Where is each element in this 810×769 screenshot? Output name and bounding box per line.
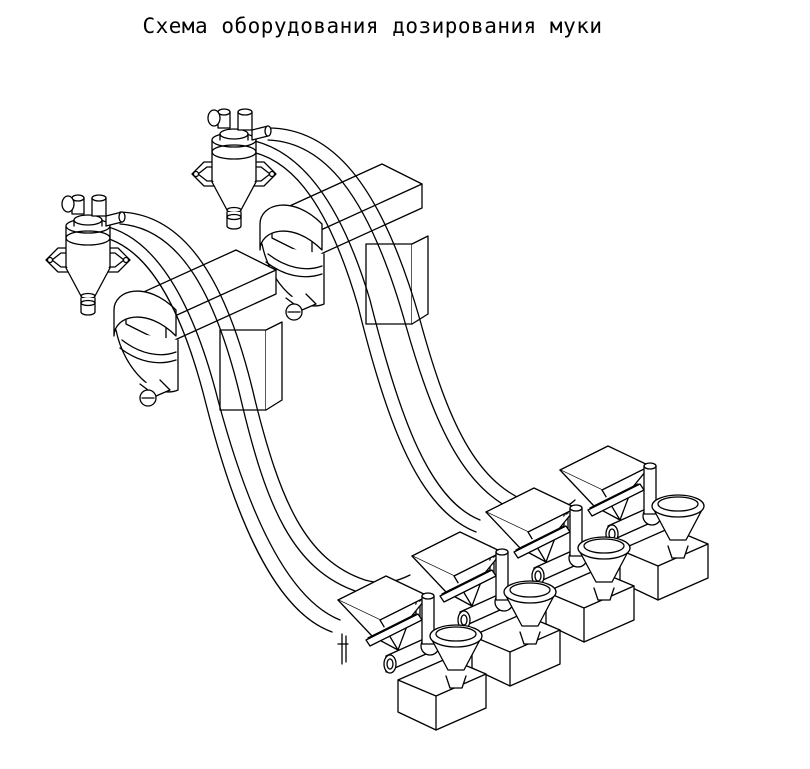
sifter-1 (259, 163, 429, 325)
sifter-2 (113, 249, 283, 411)
page-title: Схема оборудования дозирования муки (142, 14, 603, 38)
line-1 (191, 108, 575, 532)
line-2 (45, 194, 410, 632)
cyclone-filter-1 (191, 108, 277, 230)
cyclone-filter-2 (45, 194, 131, 316)
